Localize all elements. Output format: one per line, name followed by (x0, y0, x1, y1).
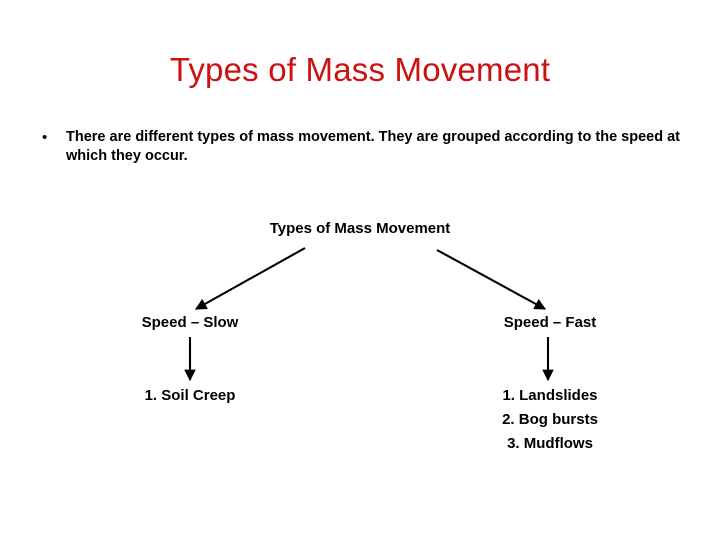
diagram-branch-items-fast: 1. Landslides 2. Bog bursts 3. Mudflows (420, 384, 680, 456)
list-item: 3. Mudflows (507, 435, 593, 452)
diagram-branch-label-fast: Speed – Fast (503, 314, 597, 331)
arrow-root-to-slow (194, 247, 306, 310)
diagram-root-label: Types of Mass Movement (269, 220, 451, 237)
diagram-branch-label-slow: Speed – Slow (141, 314, 239, 331)
bullet-body-text: There are different types of mass moveme… (66, 129, 680, 164)
list-item: 2. Bog bursts (502, 411, 598, 428)
mass-movement-flow-diagram: Types of Mass Movement Speed – Slow Spee… (0, 200, 720, 480)
list-item: 1. Landslides (502, 387, 598, 404)
bullet-list-item: • There are different types of mass move… (36, 128, 684, 166)
list-item: 1. Soil Creep (144, 387, 236, 404)
arrow-root-to-fast (436, 249, 547, 310)
bullet-marker-icon: • (42, 129, 48, 146)
page-title: Types of Mass Movement (169, 51, 551, 88)
diagram-branch-items-slow: 1. Soil Creep (60, 384, 320, 408)
diagram-arrows-layer (184, 247, 554, 382)
